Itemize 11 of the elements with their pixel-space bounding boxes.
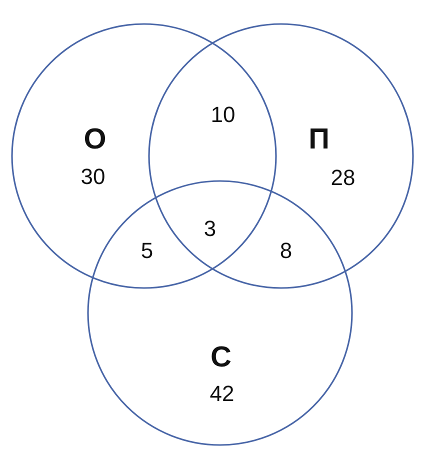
set-letter: С [210, 344, 232, 372]
count-number: 10 [210, 104, 236, 126]
count-number: 30 [80, 166, 106, 188]
set-circle [11, 23, 277, 289]
set-letter: П [308, 126, 330, 154]
count-number: 8 [280, 240, 292, 262]
set-letter: О [84, 126, 106, 154]
count-number: 28 [330, 167, 356, 189]
count-number: 3 [204, 218, 216, 240]
count-number: 42 [210, 383, 234, 405]
count-number: 5 [140, 240, 154, 262]
